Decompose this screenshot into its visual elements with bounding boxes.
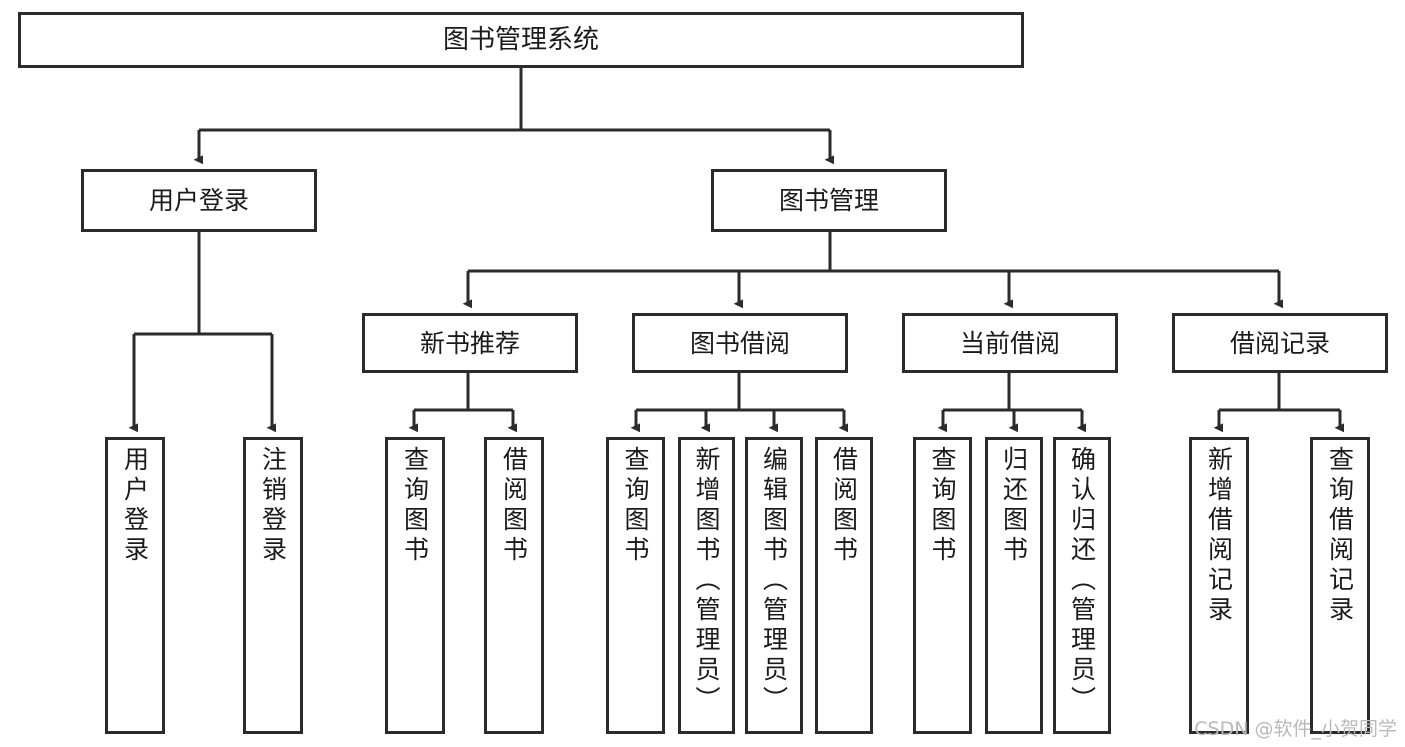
node-level2-book-management-label: 图书管理 [778, 186, 879, 215]
node-leaf[interactable]: 借阅图书 [815, 437, 873, 734]
node-leaf-label: 查询借阅记录 [1325, 446, 1355, 626]
node-level3-current-borrow[interactable]: 当前借阅 [902, 313, 1118, 373]
node-leaf-label: 新增借阅记录 [1204, 446, 1234, 626]
node-level2-book-management[interactable]: 图书管理 [711, 169, 947, 232]
node-leaf[interactable]: 查询借阅记录 [1310, 437, 1370, 734]
node-leaf-label: 借阅图书 [499, 446, 529, 566]
node-leaf-label: 确认归还（管理员） [1067, 446, 1097, 716]
node-leaf[interactable]: 查询图书 [913, 437, 972, 734]
node-root[interactable]: 图书管理系统 [18, 12, 1024, 68]
node-level3-borrow-records-label: 借阅记录 [1229, 328, 1330, 358]
node-leaf-label: 新增图书（管理员） [692, 446, 721, 716]
node-level2-user-login[interactable]: 用户登录 [81, 169, 317, 232]
node-leaf[interactable]: 注销登录 [243, 437, 303, 734]
node-leaf-label: 借阅图书 [829, 446, 859, 566]
node-level3-borrow-records[interactable]: 借阅记录 [1172, 313, 1388, 373]
node-leaf[interactable]: 新增图书（管理员） [678, 437, 735, 734]
node-level3-new-book-recommend[interactable]: 新书推荐 [362, 313, 578, 373]
node-leaf-label: 编辑图书（管理员） [759, 446, 789, 716]
node-leaf[interactable]: 新增借阅记录 [1189, 437, 1249, 734]
node-level3-book-borrow[interactable]: 图书借阅 [632, 313, 848, 373]
node-leaf[interactable]: 确认归还（管理员） [1053, 437, 1111, 734]
node-leaf[interactable]: 查询图书 [385, 437, 445, 734]
node-level3-current-borrow-label: 当前借阅 [959, 328, 1060, 358]
node-leaf[interactable]: 借阅图书 [484, 437, 544, 734]
node-leaf[interactable]: 归还图书 [985, 437, 1043, 734]
node-level2-user-login-label: 用户登录 [148, 186, 249, 215]
node-leaf[interactable]: 编辑图书（管理员） [745, 437, 803, 734]
node-leaf-label: 用户登录 [120, 446, 150, 566]
node-leaf[interactable]: 查询图书 [606, 437, 665, 734]
node-level3-book-borrow-label: 图书借阅 [689, 328, 790, 358]
node-leaf-label: 查询图书 [621, 446, 650, 566]
node-leaf[interactable]: 用户登录 [105, 437, 165, 734]
node-leaf-label: 归还图书 [999, 446, 1029, 566]
node-leaf-label: 查询图书 [400, 446, 430, 566]
node-level3-new-book-recommend-label: 新书推荐 [419, 328, 520, 358]
node-leaf-label: 注销登录 [258, 446, 288, 566]
node-root-label: 图书管理系统 [442, 24, 599, 55]
node-leaf-label: 查询图书 [928, 446, 957, 566]
